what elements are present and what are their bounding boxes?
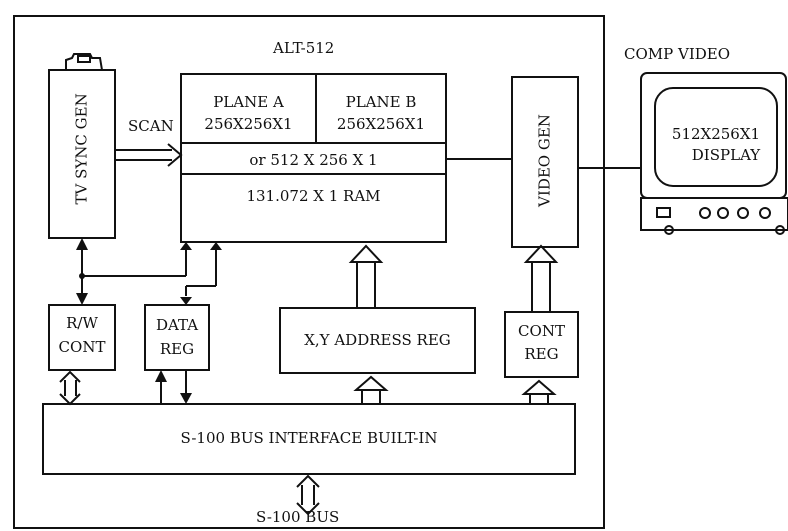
data-reg-line2: REG bbox=[145, 342, 209, 357]
video-gen-label: VIDEO GEN bbox=[538, 111, 553, 211]
s100-bus-label: S-100 BUS bbox=[256, 510, 339, 525]
board-title: ALT-512 bbox=[273, 41, 334, 56]
tv-sync-gen-label: TV SYNC GEN bbox=[75, 103, 90, 205]
comp-video-label: COMP VIDEO bbox=[624, 47, 730, 62]
scan-label: SCAN bbox=[128, 119, 174, 134]
rw-cont-line2: CONT bbox=[49, 340, 115, 355]
cont-reg-line2: REG bbox=[505, 347, 578, 362]
combined-mode-label: or 512 X 256 X 1 bbox=[181, 153, 446, 168]
board-outline bbox=[14, 16, 604, 528]
plane-b-title: PLANE B bbox=[316, 95, 446, 110]
cont-reg-line1: CONT bbox=[505, 324, 578, 339]
ram-label: 131.072 X 1 RAM bbox=[181, 189, 446, 204]
monitor-text-2: DISPLAY bbox=[665, 148, 787, 163]
plane-a-title: PLANE A bbox=[181, 95, 316, 110]
xy-address-reg-label: X,Y ADDRESS REG bbox=[280, 333, 475, 348]
plane-b-size: 256X256X1 bbox=[316, 117, 446, 132]
bus-interface-label: S-100 BUS INTERFACE BUILT-IN bbox=[43, 431, 575, 446]
rw-cont-line1: R/W bbox=[49, 316, 115, 331]
monitor-text-1: 512X256X1 bbox=[655, 127, 777, 142]
plane-a-size: 256X256X1 bbox=[181, 117, 316, 132]
monitor-base bbox=[641, 198, 788, 230]
data-reg-box bbox=[145, 305, 209, 370]
data-reg-line1: DATA bbox=[145, 318, 209, 333]
